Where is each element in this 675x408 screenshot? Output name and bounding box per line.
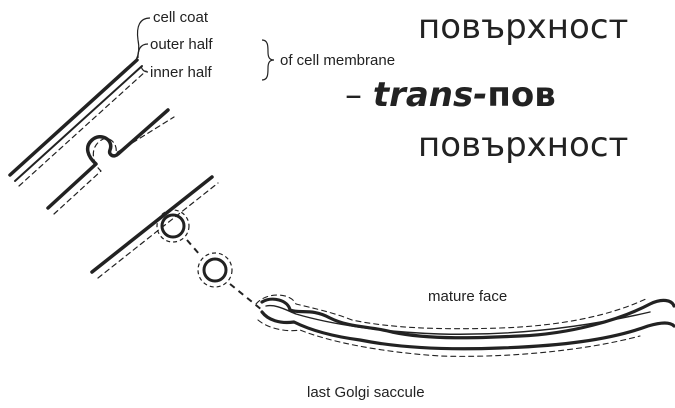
label-cell-coat: cell coat bbox=[153, 9, 209, 26]
label-mature-face: mature face bbox=[428, 288, 507, 305]
membrane-segment-3 bbox=[92, 177, 218, 278]
vesicle-transit bbox=[198, 253, 232, 287]
label-last-golgi-saccule: last Golgi saccule bbox=[307, 384, 425, 401]
label-brace-cell-membrane: of cell membrane bbox=[280, 52, 395, 69]
label-inner-half: inner half bbox=[150, 64, 213, 81]
label-outer-half: outer half bbox=[150, 36, 213, 53]
membrane-segment-1 bbox=[10, 60, 146, 186]
